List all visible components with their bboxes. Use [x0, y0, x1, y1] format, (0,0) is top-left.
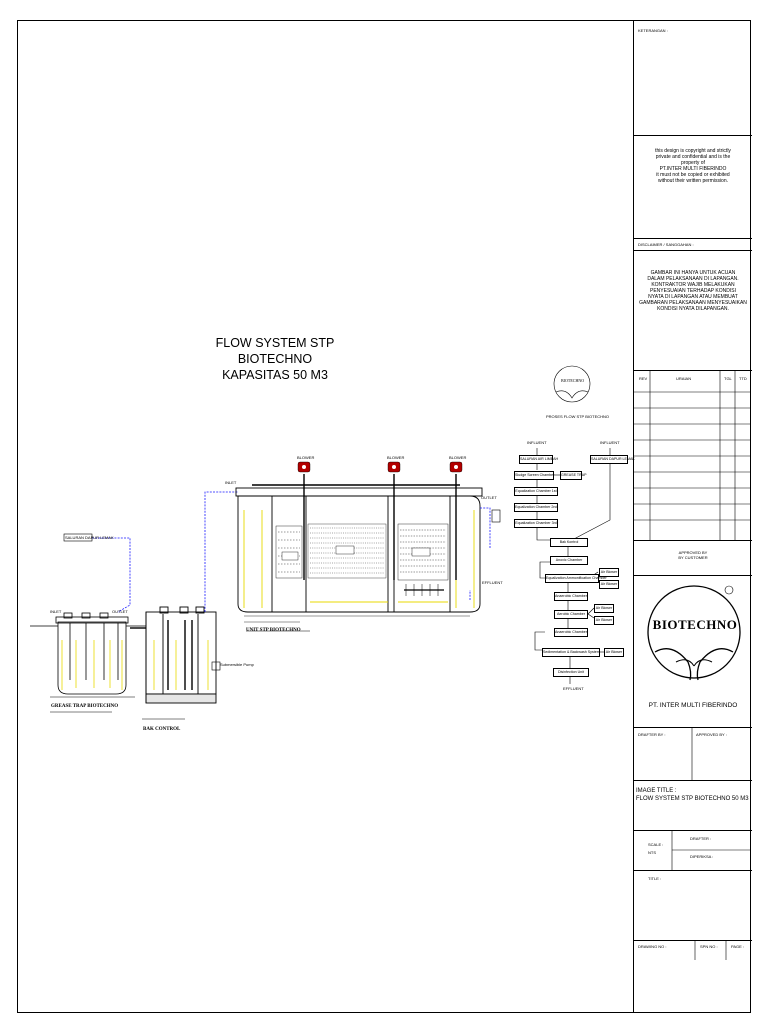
flow-box: Disinfection Unit [553, 668, 589, 677]
revision-grid [633, 370, 751, 540]
copyright-line: PT.INTER MULTI FIBERINDO [659, 166, 727, 172]
approved-line: APPROVED BY [678, 550, 708, 555]
drawing-frame [17, 20, 751, 1013]
pump-label: Submersible Pump [220, 662, 254, 667]
flow-effluent: EFFLUENT [563, 686, 584, 691]
flow-box: GREASE TRAP [560, 471, 587, 480]
stp-media-bed-1 [275, 525, 303, 579]
flow-box: Equalization Chamber 2nd [514, 503, 558, 512]
flow-side-box: Air Blower [599, 580, 619, 589]
copyright-line: property of [681, 160, 705, 166]
approved-customer: APPROVED BY BY CUSTOMER [638, 550, 748, 560]
bak-control-tank [145, 606, 217, 704]
disclaimer-line: KONTRAKTOR WAJIB MELAKUKAN [651, 282, 735, 288]
drafter-label: DRAFTER : [690, 836, 712, 841]
flow-side-box: Air Blower [594, 604, 614, 613]
grease-inlet-label: INLET [50, 609, 62, 614]
flow-influent-b: INFLUENT [600, 440, 620, 445]
flow-box: Aerobic Chamber [554, 610, 588, 619]
rev-header-ttd: TTD [739, 376, 747, 381]
flow-side-box: Air Blower [599, 568, 619, 577]
blower-icons [297, 461, 463, 473]
copyright-line: this design is copyright and strictly [655, 148, 731, 154]
approved-by-label: APPROVED BY : [696, 732, 727, 737]
copyright-line: it must not be copied or exhibited [656, 172, 730, 178]
grease-outlet-label: OUTLET [112, 609, 128, 614]
flow-side-box: Air Blower [604, 648, 624, 657]
disclaimer-line: DALAM PELAKSANAAN DI LAPANGAN. [647, 276, 739, 282]
biotechno-logo [647, 585, 741, 681]
flow-influent-a: INFLUENT [527, 440, 547, 445]
image-title-label: IMAGE TITLE : [636, 788, 677, 794]
flow-box: Equalization Chamber 3rd [514, 519, 558, 528]
logo-name: BIOTECHNO [652, 617, 738, 632]
image-title-value: FLOW SYSTEM STP BIOTECHNO 50 M3 [636, 796, 749, 802]
scale-value: NTS [648, 850, 656, 855]
rev-header-tgl: TGL [724, 376, 732, 381]
flow-box: Equalization Ammonification Chamber [545, 574, 607, 583]
proses-flow-label: PROSES FLOW STP BIOTECHNO [546, 414, 610, 419]
stp-outlet-label: OUTLET [481, 495, 497, 500]
disclaimer-line: NYATA DI LAPANGAN ATAU MEMBUAT [648, 294, 738, 300]
title-line-2: KAPASITAS 50 M3 [222, 368, 328, 382]
copyright-line: private and confidential and is the [655, 154, 731, 160]
disclaimer-line: KONDISI NYATA DILAPANGAN. [657, 306, 729, 312]
spn-no-label: SPN NO : [700, 944, 718, 949]
drafter-by-label: DRAFTER BY : [638, 732, 666, 737]
flow-box: Sedimentation & Backwash System [542, 648, 600, 657]
company-name: PT. INTER MULTI FIBERINDO [648, 702, 738, 709]
disclaimer-line: GAMBAR INI HANYA UNTUK ACUAN [650, 270, 736, 276]
flow-box: Anaerobic Chamber [554, 592, 588, 601]
stp-inlet-label: INLET [225, 480, 237, 485]
proses-logo [553, 365, 591, 403]
stp-effluent-label: EFFLUENT [482, 580, 503, 585]
scale-label: SCALE : [648, 842, 664, 847]
flow-side-box: Air Blower [594, 616, 614, 625]
flow-box: Bak Kontrol [550, 538, 588, 547]
drawing-no-label: DRAWING NO : [638, 944, 667, 949]
title-label: TITLE : [648, 876, 662, 881]
rev-header-uraian: URAIAN [676, 376, 692, 381]
flow-box: Anoxic Chamber [550, 556, 588, 565]
flowchart-lines [534, 448, 611, 684]
drawing-title: FLOW SYSTEM STP BIOTECHNO KAPASITAS 50 M… [185, 335, 365, 383]
flow-box: Equalization Chamber 1st [514, 487, 558, 496]
approved-line: BY CUSTOMER [678, 555, 708, 560]
proses-logo-text: BIOTECHNO [561, 378, 585, 383]
disclaimer-line: PENYESUAIAN TERHADAP KONDISI [650, 288, 736, 294]
rev-header-rev: REV [639, 376, 648, 381]
flow-box: Anaerobic Chamber [554, 628, 588, 637]
disclaimer-line: GAMBARAN PELAKSANAAN MENYESUAIKAN [639, 300, 747, 306]
title-line-1: FLOW SYSTEM STP BIOTECHNO [215, 336, 335, 366]
saluran-dapur-label: SALURAN DAPUR LEMAK [65, 535, 114, 540]
flow-box: Sludge Screen Chamber [514, 471, 554, 480]
grease-trap-tank [55, 612, 129, 695]
blower-label: BLOWER [387, 455, 405, 460]
blue-pipe-main [204, 491, 238, 612]
unit-stp-label: UNIT STP BIOTECHNO [246, 628, 301, 633]
grease-trap-label: GREASE TRAP BIOTECHNO [51, 704, 119, 709]
blower-label: BLOWER [297, 455, 315, 460]
copyright-notice: this design is copyright and strictly pr… [638, 148, 748, 184]
page-label: PAGE : [731, 944, 745, 949]
blue-pipe-kitchen [92, 537, 131, 613]
bak-control-label: BAK CONTROL [143, 727, 181, 732]
stp-media-bed-2 [307, 523, 387, 579]
grease-trap-highlight [61, 640, 123, 690]
disclaimer-text: GAMBAR INI HANYA UNTUK ACUAN DALAM PELAK… [638, 270, 748, 312]
keterangan-label: KETERANGAN : [638, 28, 668, 33]
blower-label: BLOWER [449, 455, 467, 460]
disclaimer-label: DISCLAIMER / SANGGAHAN : [638, 242, 694, 247]
diperiksa-label: DIPERIKSA : [690, 854, 714, 859]
flow-box: SALURAN DAPUR LEMAK [590, 455, 635, 464]
copyright-line: without their written permission. [657, 178, 729, 184]
title-block: KETERANGAN : this design is copyright an… [633, 20, 752, 1013]
flow-box: SALURAN AIR LIMBAH [519, 455, 558, 464]
stp-tank-body [235, 487, 483, 613]
